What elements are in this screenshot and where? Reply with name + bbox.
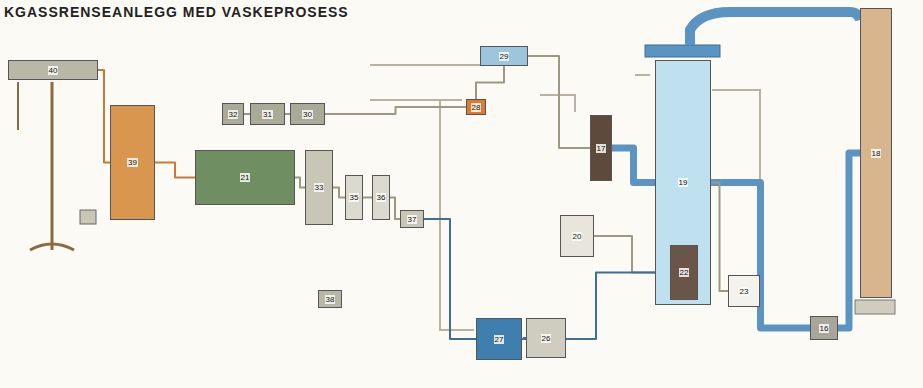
pump-symbol xyxy=(80,210,96,224)
pipe-connector xyxy=(711,183,810,329)
pipe-connector xyxy=(838,153,860,328)
feed-pipe xyxy=(370,64,480,66)
callout-number: 27 xyxy=(494,335,505,344)
chemical-tank: 31 xyxy=(250,103,285,125)
chimney: 18 xyxy=(860,8,892,298)
callout-number: 39 xyxy=(127,158,138,167)
callout-number: 33 xyxy=(314,183,325,192)
flue-gas-fan: 16 xyxy=(810,316,838,340)
reactor-column: 33 xyxy=(305,150,333,225)
callout-number: 18 xyxy=(871,149,882,158)
control-valve: 28 xyxy=(466,99,486,115)
filter-drum: 40 xyxy=(8,60,98,80)
filter-stand xyxy=(30,244,74,250)
callout-number: 35 xyxy=(349,193,360,202)
pipe-connector xyxy=(325,107,466,114)
pipe-connector xyxy=(98,70,110,163)
chimney-base xyxy=(855,300,895,314)
callout-number: 17 xyxy=(596,144,607,153)
buffer-tank: 26 xyxy=(526,318,566,358)
pipe-connector xyxy=(155,163,195,178)
callout-number: 20 xyxy=(572,232,583,241)
callout-number: 30 xyxy=(302,110,313,119)
sludge-tank: 38 xyxy=(318,290,342,308)
callout-number: 36 xyxy=(376,193,387,202)
pipe-connector xyxy=(424,219,476,339)
callout-number: 32 xyxy=(228,110,239,119)
chemical-tank: 32 xyxy=(222,103,244,125)
callout-number: 40 xyxy=(48,66,59,75)
diagram-title: KGASSRENSEANLEGG MED VASKEPROSESS xyxy=(4,4,349,20)
pipe-connector xyxy=(363,197,372,199)
callout-number: 21 xyxy=(240,173,251,182)
pipe-connector xyxy=(711,183,728,292)
callout-number: 22 xyxy=(679,268,690,277)
wash-water-tank: 27 xyxy=(476,318,522,360)
lime-silo: 39 xyxy=(110,105,155,220)
sand-filter: 36 xyxy=(372,175,390,220)
filter-drain xyxy=(17,82,19,130)
callout-number: 38 xyxy=(325,295,336,304)
return-pipe xyxy=(440,100,474,330)
electrostatic-filter: 21 xyxy=(195,150,295,205)
callout-number: 31 xyxy=(262,110,273,119)
mixing-tank: 37 xyxy=(400,210,424,228)
pipe-connector xyxy=(333,188,345,198)
callout-number: 29 xyxy=(499,52,510,61)
callout-number: 19 xyxy=(678,178,689,187)
gas-duct xyxy=(690,12,860,45)
pipe-connector xyxy=(612,148,655,183)
callout-number: 16 xyxy=(819,324,830,333)
feed-pipe xyxy=(540,95,575,112)
return-pipe xyxy=(635,74,650,76)
chemical-tank: 30 xyxy=(290,103,325,125)
pipe-connector xyxy=(390,198,400,220)
callout-number: 37 xyxy=(407,215,418,224)
scrubber-sump: 22 xyxy=(670,245,698,300)
callout-number: 28 xyxy=(471,103,482,112)
feed-pipe xyxy=(370,99,462,101)
sand-filter: 35 xyxy=(345,175,363,220)
pipe-connector xyxy=(528,56,590,148)
callout-number: 26 xyxy=(541,334,552,343)
cooling-unit: 20 xyxy=(560,215,594,257)
callout-number: 23 xyxy=(739,287,750,296)
filter-stand xyxy=(51,82,54,250)
heat-exchanger: 29 xyxy=(480,46,528,66)
pipe-connector xyxy=(295,178,305,188)
gas-heater: 17 xyxy=(590,115,612,181)
scrubber-head xyxy=(645,45,720,57)
pipe-connector xyxy=(476,66,504,99)
circulation-pump: 23 xyxy=(728,275,760,307)
